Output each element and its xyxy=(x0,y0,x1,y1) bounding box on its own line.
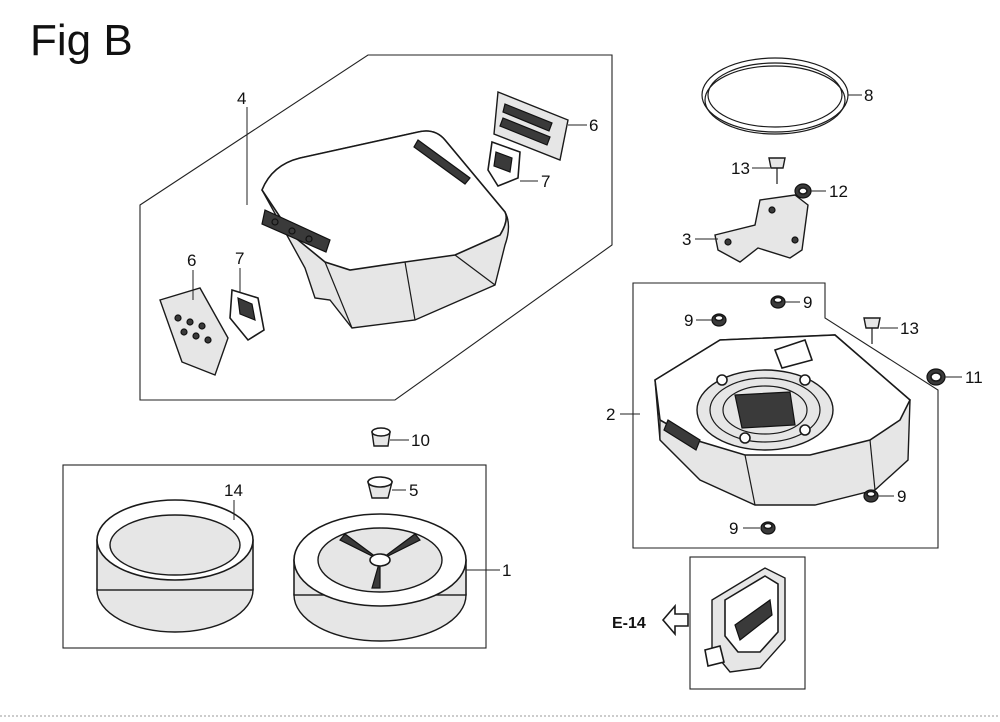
callout-2: 2 xyxy=(606,405,615,424)
group-border-reference xyxy=(689,556,806,690)
cover-clip-lower xyxy=(229,288,265,342)
callout-14: 14 xyxy=(224,481,243,500)
group-border-cover xyxy=(139,54,613,401)
nut-10 xyxy=(371,427,391,447)
grommet-9-d xyxy=(760,521,776,535)
bolt-13-right xyxy=(863,317,881,344)
callout-9-a: 9 xyxy=(684,311,693,330)
callout-9-d: 9 xyxy=(729,519,738,538)
leader-lines xyxy=(192,94,962,571)
grommet-9-a xyxy=(711,313,727,327)
callout-8: 8 xyxy=(864,86,873,105)
bracket xyxy=(714,194,809,263)
callout-11: 11 xyxy=(965,368,983,387)
group-border-element xyxy=(62,464,487,649)
reference-label: E-14 xyxy=(612,615,646,632)
callout-5: 5 xyxy=(409,481,418,500)
bolt-13-upper xyxy=(768,157,786,184)
air-cleaner-case xyxy=(654,334,911,506)
callout-7-lower: 7 xyxy=(235,249,244,268)
callout-3: 3 xyxy=(682,230,691,249)
paper-element xyxy=(293,513,467,642)
cover-plate-upper xyxy=(493,91,569,161)
callout-7-upper: 7 xyxy=(541,172,550,191)
group-border-case xyxy=(632,282,939,549)
callout-1: 1 xyxy=(502,561,511,580)
figure-title: Fig B xyxy=(30,16,133,65)
cover-plate-lower xyxy=(159,287,229,376)
elbow-part xyxy=(704,567,786,673)
callout-9-c: 9 xyxy=(897,487,906,506)
callout-6-upper: 6 xyxy=(589,116,598,135)
hollow-left-arrow-icon xyxy=(661,603,689,637)
air-cleaner-cover xyxy=(261,130,510,329)
wing-nut xyxy=(367,476,393,499)
callout-12: 12 xyxy=(829,182,848,201)
callout-10: 10 xyxy=(411,431,430,450)
foam-element xyxy=(96,499,254,633)
grommet-9-b xyxy=(770,295,786,309)
cover-clip-upper xyxy=(487,140,521,187)
grommet-9-c xyxy=(863,489,879,503)
callout-13-upper: 13 xyxy=(731,159,750,178)
callout-9-b: 9 xyxy=(803,293,812,312)
gasket-ring xyxy=(701,57,849,135)
grommet-11 xyxy=(926,368,946,386)
callout-13-right: 13 xyxy=(900,319,919,338)
callout-6-lower: 6 xyxy=(187,251,196,270)
callout-4: 4 xyxy=(237,89,246,108)
nut-12 xyxy=(794,183,812,199)
